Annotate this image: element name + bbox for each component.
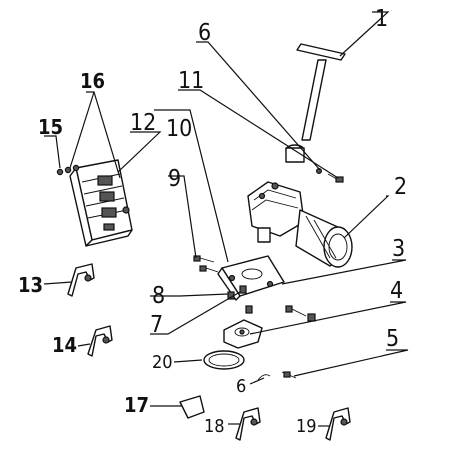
part-11-screw [327, 173, 344, 183]
part-4-housing [223, 319, 263, 349]
callout-19: 19 [296, 416, 317, 437]
part-13-clip [67, 263, 95, 297]
part-1-lever [285, 43, 346, 163]
callout-14: 14 [52, 333, 77, 357]
callout-20: 20 [152, 352, 173, 373]
callout-5: 5 [386, 326, 399, 352]
callout-12: 12 [130, 110, 156, 136]
part-8-fasteners [227, 285, 253, 314]
callout-10: 10 [166, 116, 192, 142]
part-6-clip [257, 374, 271, 381]
callout-15: 15 [38, 115, 63, 139]
callout-7: 7 [150, 312, 163, 338]
leader-lines [43, 11, 409, 427]
callout-2: 2 [394, 174, 407, 200]
callout-13: 13 [18, 273, 43, 297]
callout-3: 3 [392, 236, 405, 262]
part-5-pin [281, 371, 297, 379]
callout-9: 9 [168, 166, 181, 192]
callout-11: 11 [178, 68, 204, 94]
callout-17: 17 [124, 393, 149, 417]
callout-8: 8 [152, 283, 165, 309]
part-17-cover [179, 395, 205, 419]
callout-18: 18 [204, 416, 225, 437]
callout-4: 4 [390, 278, 403, 304]
part-9-bolts [193, 255, 219, 273]
part-3-bolts [285, 305, 316, 322]
part-19-clip [325, 407, 351, 441]
part-2-motor [247, 181, 353, 268]
part-18-clip [235, 407, 261, 441]
callout-6-bottom: 6 [236, 376, 246, 397]
part-10-bracket [217, 255, 285, 301]
callout-16: 16 [80, 69, 105, 93]
part-12-controller [69, 159, 133, 247]
callout-labels: 1 2 3 4 5 6 6 7 8 9 10 11 12 13 14 15 16… [18, 6, 407, 437]
callout-6-top: 6 [198, 20, 211, 46]
part-15-screws [56, 164, 80, 176]
callout-1: 1 [375, 6, 388, 32]
part-14-clip [87, 325, 113, 357]
part-20-ring [203, 350, 245, 370]
